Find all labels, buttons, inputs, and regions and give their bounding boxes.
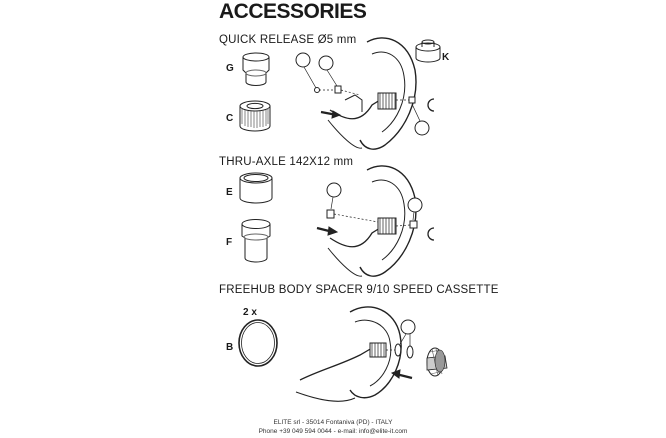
dropout-frame-3 (295, 306, 402, 402)
part-label-f: F (226, 237, 233, 248)
part-label-e: E (226, 187, 233, 198)
part-e-drawing (239, 172, 273, 204)
dropout-frame-2 (327, 165, 417, 277)
quantity-label: 2 x (243, 307, 257, 318)
page-title: ACCESSORIES (219, 0, 367, 23)
cassette-drawing (426, 347, 448, 377)
part-b-drawing (238, 319, 278, 367)
part-label-g: G (226, 63, 234, 74)
part-f-drawing (241, 219, 271, 263)
part-g-drawing (242, 52, 270, 86)
footer-contact: Phone +39 049 594 0044 - e-mail: info@el… (258, 428, 408, 435)
part-label-b: B (226, 342, 234, 353)
part-label-c: C (226, 113, 234, 124)
part-c-drawing (239, 100, 271, 132)
section-heading-quick-release: QUICK RELEASE Ø5 mm (219, 34, 357, 46)
dropout-frame-1 (327, 37, 417, 150)
part-label-k: K (442, 52, 450, 63)
part-k-drawing (415, 39, 441, 63)
section-heading-freehub-spacer: FREEHUB BODY SPACER 9/10 SPEED CASSETTE (219, 284, 499, 296)
footer-address: ELITE srl - 35014 Fontaniva (PD) - ITALY (273, 419, 393, 426)
section-heading-thru-axle: THRU-AXLE 142X12 mm (219, 156, 354, 168)
